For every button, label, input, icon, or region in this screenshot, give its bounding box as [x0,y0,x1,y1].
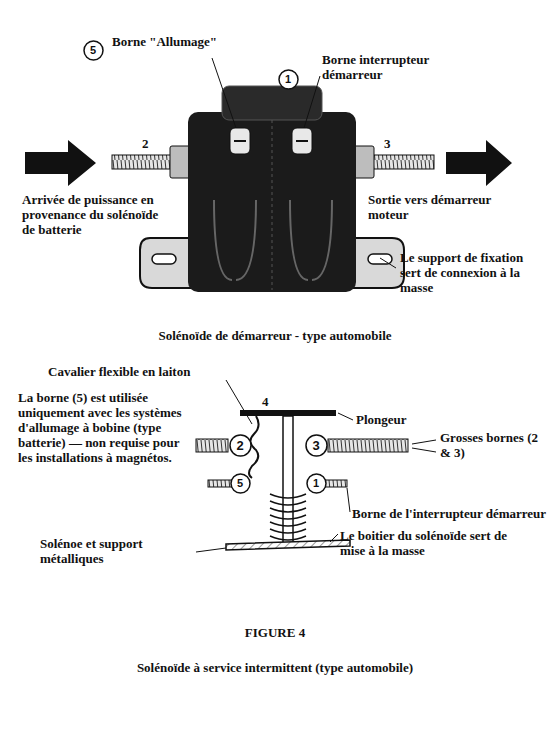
part-label: 4 [262,394,269,409]
callout-number: 5 [83,44,104,57]
part-label: Solénoïde de démarreur - type automobile [25,328,525,343]
callout-number: 2 [229,438,252,453]
callout-circle: 5 [83,40,104,61]
part-label: Borne de l'interrupteur démarreur [352,506,546,521]
input-arrow [25,140,96,186]
figure-caption: Solénoïde à service intermittent (type a… [125,660,425,675]
solenoid-body [188,112,356,292]
plunger-rod [283,416,293,544]
large-stud [328,439,408,452]
part-label: Cavalier flexible en laiton [48,364,190,379]
spring-coil [270,501,306,505]
callout-number: 5 [230,477,251,490]
part-label: Sortie vers démarreur moteur [368,192,528,222]
output-arrow [446,140,512,186]
leader-line [212,58,396,268]
callout-circle: 3 [305,434,328,457]
stud-thread [370,155,434,169]
part-label: Le support de fixation sert de connexion… [400,250,535,295]
part-label: 2 [142,136,149,151]
spring-coil [270,536,306,540]
part-label: Borne interrupteur démarreur [322,52,462,82]
plunger-plate [240,410,336,416]
spring-coil [270,508,306,512]
part-label: Plongeur [356,412,407,427]
stud-thread [112,155,174,169]
solenoid-cap [222,86,322,120]
callout-circle: 5 [230,473,251,494]
coil-spring [270,494,306,540]
small-stud [323,480,347,487]
hex-nut [170,146,190,178]
hex-nut [354,146,374,178]
large-stud [196,439,228,452]
part-label: FIGURE 4 [125,625,425,640]
small-stud [208,480,232,487]
callout-number: 1 [306,477,327,490]
part-label: Le boitier du solénoïde sert de mise à l… [340,528,530,558]
small-terminal [230,128,250,154]
part-label: Borne "Allumage" [112,34,217,49]
part-label: 3 [384,136,391,151]
callout-number: 3 [305,438,328,453]
part-label: Solénoe et support métalliques [40,536,200,566]
callout-circle: 2 [229,434,252,457]
callout-circle: 1 [306,473,327,494]
part-label: Arrivée de puissance en provenance du so… [22,192,172,237]
spring-coil [270,522,306,526]
spring-coil [270,494,306,498]
spring-coil [270,515,306,519]
metal-bracket [226,540,350,550]
callout-circle: 1 [278,69,299,90]
leader-line [196,380,436,552]
part-label: Grosses bornes (2 & 3) [440,430,540,460]
small-terminal [292,128,312,154]
spring-coil [270,529,306,533]
callout-number: 1 [278,73,299,86]
part-label: La borne (5) est utilisée uniquement ave… [18,390,190,465]
